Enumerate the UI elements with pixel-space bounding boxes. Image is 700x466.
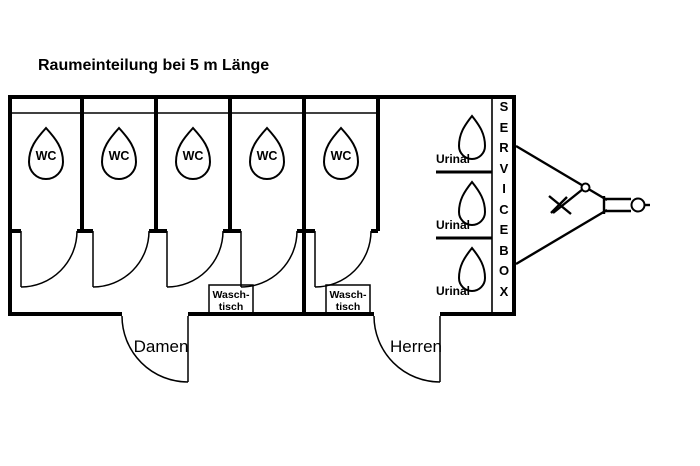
urinal-label: Urinal (436, 152, 470, 166)
toilet-fixtures (27, 126, 360, 180)
herren-label: Herren (390, 337, 442, 356)
waschtisch-label-line2: tisch (219, 301, 244, 313)
servicebox-letter: V (500, 161, 509, 176)
cubicle-doors (20, 230, 372, 288)
trailer-outline (8, 95, 516, 318)
urinal-icon (457, 180, 487, 226)
wc-label: WC (109, 149, 130, 163)
toilet-icon (322, 126, 360, 180)
servicebox-label: S E R V I C E B O X (499, 99, 509, 299)
waschtisch-2: Wasch- tisch (325, 284, 371, 315)
toilet-icon (27, 126, 65, 180)
door-swing-arc (20, 230, 78, 288)
urinal-icon (457, 246, 487, 292)
toilet-icon (100, 126, 138, 180)
toilet-icon (174, 126, 212, 180)
servicebox-letter: S (500, 99, 509, 114)
handbrake-lever (552, 188, 584, 214)
toilet-icon (248, 126, 286, 180)
diagram-title: Raumeinteilung bei 5 m Länge (38, 57, 269, 74)
handbrake-knob-icon (580, 182, 591, 193)
damen-door-swing-arc (121, 315, 189, 383)
servicebox-letter: I (502, 181, 506, 196)
trailer-hitch (515, 144, 650, 266)
waschtisch-label-line1: Wasch- (330, 289, 367, 301)
wc-label: WC (36, 149, 57, 163)
door-swing-arc (314, 230, 372, 288)
wc-label: WC (331, 149, 352, 163)
servicebox-letter: C (499, 202, 509, 217)
waschtisch-label-line2: tisch (336, 301, 361, 313)
waschtisch-box (325, 284, 371, 315)
servicebox-letter: O (499, 263, 509, 278)
damen-label: Damen (134, 337, 189, 356)
servicebox-letter: E (500, 120, 509, 135)
waschtisch-label-line1: Wasch- (213, 289, 250, 301)
urinal-label: Urinal (436, 218, 470, 232)
trailer-outer-wall (8, 95, 516, 316)
waschtisch-1: Wasch- tisch (208, 284, 254, 315)
servicebox-letter: B (499, 243, 508, 258)
coupling-shaft (604, 197, 631, 213)
door-swing-arc (240, 230, 298, 288)
waschtisch-box (208, 284, 254, 315)
servicebox-letter: E (500, 222, 509, 237)
coupling-ring-icon (630, 197, 646, 213)
urinal-label: Urinal (436, 284, 470, 298)
servicebox-letter: R (499, 140, 509, 155)
jockey-crank-line (550, 196, 568, 214)
wc-label: WC (257, 149, 278, 163)
urinal-area: Urinal Urinal Urinal (436, 114, 487, 298)
door-swing-arc (166, 230, 224, 288)
drawbar-lower-arm (515, 208, 608, 266)
servicebox-letter: X (500, 284, 509, 299)
herren-door-swing-arc (373, 315, 441, 383)
drawbar-upper-arm (515, 144, 608, 202)
interior-walls (10, 97, 493, 314)
entrance-doors (121, 315, 441, 383)
urinal-icon (457, 114, 487, 160)
wc-labels: WC WC WC WC WC (36, 149, 352, 163)
wc-label: WC (183, 149, 204, 163)
door-swing-arc (92, 230, 150, 288)
